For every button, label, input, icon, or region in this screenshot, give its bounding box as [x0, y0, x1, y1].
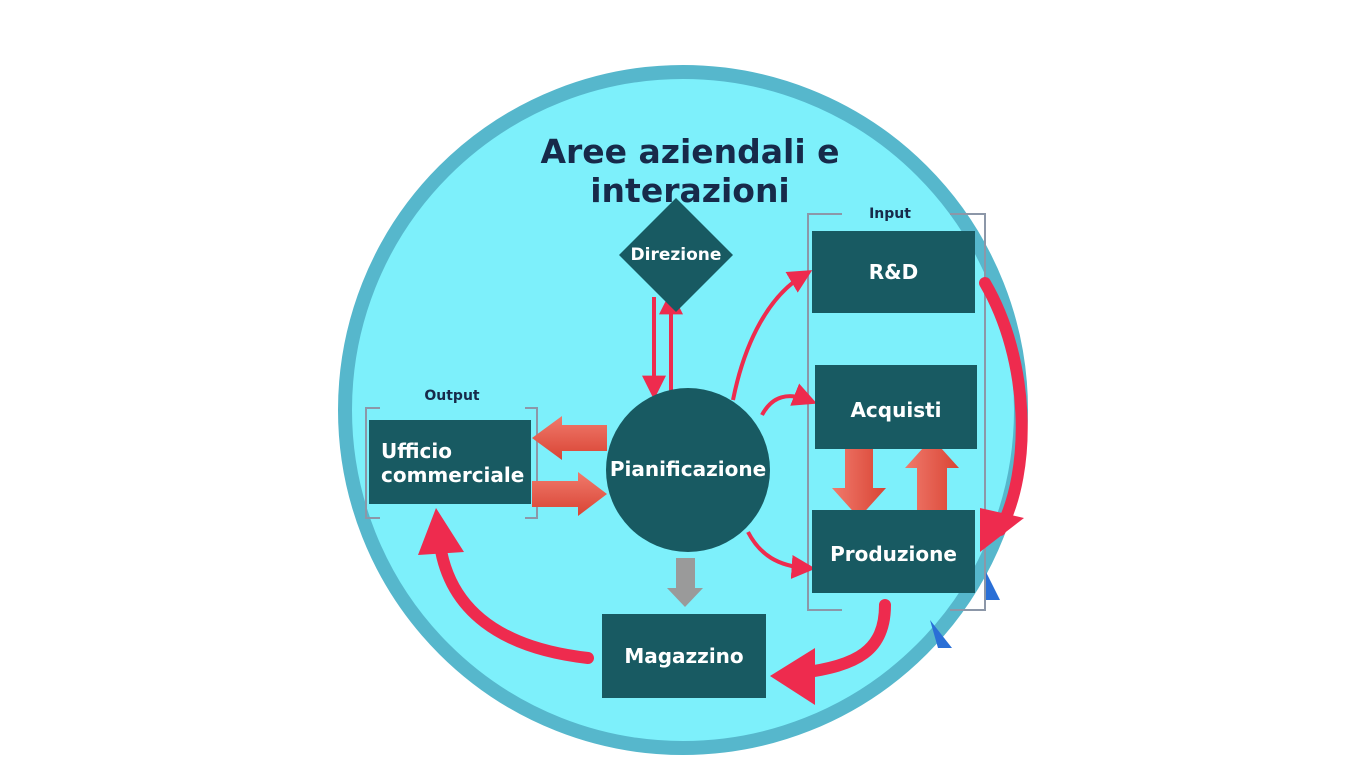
block-arrow-to-ufficio — [532, 416, 607, 460]
block-arrow-acquisti-to-produzione — [832, 440, 886, 518]
arrow-magazzino-to-ufficio — [434, 539, 594, 664]
arrow-pianificazione-to-rd — [731, 270, 813, 401]
node-pianificazione: Pianificazione — [609, 457, 767, 481]
decorative-shape — [930, 620, 952, 648]
arrowhead-produzione-to-magazzino — [770, 648, 815, 705]
gray-arrow-pianificazione-to-magazzino — [667, 558, 703, 607]
node-rd: R&D — [868, 260, 919, 284]
input-group-label: Input — [869, 206, 911, 222]
node-direzione-shape — [619, 198, 733, 312]
block-arrow-to-pianificazione — [532, 472, 607, 516]
arrow-rd-to-produzione — [979, 277, 1028, 536]
input-group-bracket — [807, 213, 986, 611]
node-pianificazione-shape — [606, 388, 770, 552]
node-direzione: Direzione — [630, 244, 722, 265]
decorative-shape — [985, 570, 1000, 600]
node-produzione: Produzione — [830, 542, 957, 566]
node-acquisti-shape — [815, 365, 977, 449]
block-arrow-produzione-to-acquisti — [905, 438, 959, 518]
node-acquisti: Acquisti — [850, 398, 942, 422]
node-magazzino: Magazzino — [624, 644, 744, 668]
node-produzione-shape — [812, 510, 975, 593]
node-magazzino-shape — [602, 614, 766, 698]
output-group-bracket — [365, 407, 538, 519]
output-group-label: Output — [424, 388, 480, 404]
node-ufficio-commerciale: Ufficio commerciale — [381, 439, 525, 487]
arrowhead-rd-to-produzione — [980, 508, 1024, 552]
arrow-pianificazione-to-acquisti — [760, 383, 817, 417]
node-ufficio-shape — [369, 420, 531, 504]
node-rd-shape — [812, 231, 975, 313]
diagram-title: Aree aziendali e interazioni — [540, 132, 840, 210]
arrow-pianificazione-to-produzione — [746, 531, 816, 579]
arrow-produzione-to-magazzino — [794, 599, 891, 679]
arrowhead-magazzino-to-ufficio — [418, 508, 464, 555]
